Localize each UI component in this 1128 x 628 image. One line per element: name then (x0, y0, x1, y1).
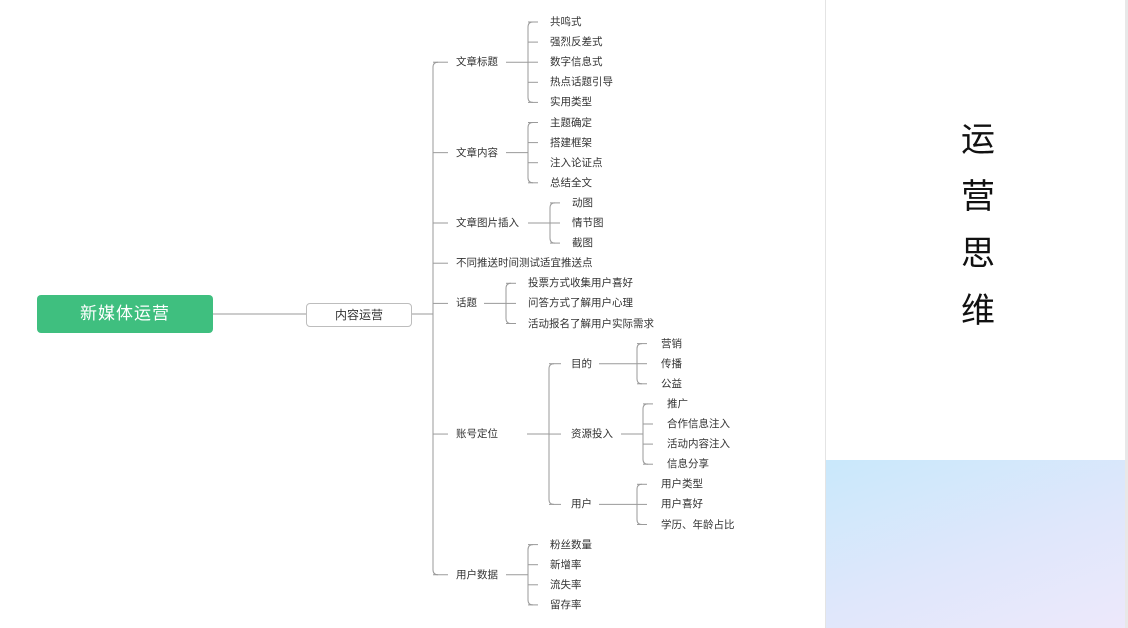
leaf-node[interactable]: 留存率 (550, 598, 582, 611)
sub-branch-node[interactable]: 用户 (571, 498, 592, 511)
side-title-char: 营 (961, 177, 995, 217)
branch-node[interactable]: 账号定位 (456, 428, 498, 441)
side-title: 运 营 思 维 (958, 112, 998, 340)
leaf-node[interactable]: 合作信息注入 (667, 418, 730, 430)
leaf-node[interactable]: 活动报名了解用户实际需求 (528, 317, 654, 330)
leaf-node[interactable]: 主题确定 (550, 116, 592, 129)
branch-node[interactable]: 文章内容 (456, 146, 498, 159)
sub-branch-node[interactable]: 资源投入 (571, 428, 613, 441)
side-title-char: 运 (961, 120, 995, 160)
leaf-node[interactable]: 搭建框架 (550, 136, 592, 149)
branch-node[interactable]: 文章标题 (456, 56, 498, 69)
bracket-line (527, 544, 534, 606)
leaf-node[interactable]: 用户喜好 (661, 498, 703, 511)
leaf-node[interactable]: 粉丝数量 (550, 538, 592, 551)
leaf-node[interactable]: 营销 (661, 337, 682, 350)
bracket-line (527, 122, 534, 184)
root-node[interactable]: 新媒体运营 (37, 295, 213, 333)
leaf-node[interactable]: 问答方式了解用户心理 (528, 297, 633, 310)
leaf-node[interactable]: 新增率 (550, 558, 582, 571)
sub-branch-node[interactable]: 目的 (571, 357, 592, 370)
leaf-node[interactable]: 传播 (661, 357, 682, 370)
branch-node[interactable]: 文章图片插入 (456, 217, 519, 229)
leaf-node[interactable]: 学历、年龄占比 (661, 518, 735, 531)
leaf-node[interactable]: 注入论证点 (550, 156, 603, 169)
leaf-node[interactable]: 动图 (572, 196, 593, 209)
branch-node[interactable]: 用户数据 (456, 568, 498, 581)
connector-lines (213, 21, 653, 606)
branch-node[interactable]: 不同推送时间测试适宜推送点 (456, 257, 593, 270)
side-title-char: 思 (961, 234, 995, 274)
leaf-node[interactable]: 流失率 (550, 578, 582, 591)
leaf-node[interactable]: 共鸣式 (550, 16, 582, 28)
bracket-line (432, 61, 439, 576)
leaf-node[interactable]: 活动内容注入 (667, 438, 730, 451)
leaf-node[interactable]: 实用类型 (550, 96, 592, 109)
side-panel: 运 营 思 维 (825, 0, 1126, 628)
leaf-node[interactable]: 信息分享 (667, 458, 709, 471)
leaf-node[interactable]: 强烈反差式 (550, 36, 603, 49)
leaf-node[interactable]: 用户类型 (661, 478, 703, 491)
leaf-node[interactable]: 推广 (667, 397, 688, 410)
central-node[interactable]: 内容运营 (306, 303, 412, 327)
leaf-node[interactable]: 热点话题引导 (550, 76, 613, 89)
leaf-node[interactable]: 总结全文 (550, 176, 592, 189)
side-title-char: 维 (961, 291, 995, 331)
leaf-node[interactable]: 公益 (661, 377, 682, 390)
window-edge (1125, 0, 1128, 628)
gradient-background (826, 460, 1126, 628)
leaf-node[interactable]: 截图 (572, 237, 593, 250)
leaf-node[interactable]: 投票方式收集用户喜好 (528, 277, 633, 290)
leaf-node[interactable]: 情节图 (572, 217, 604, 229)
bracket-line (642, 403, 649, 465)
leaf-node[interactable]: 数字信息式 (550, 56, 603, 69)
branch-node[interactable]: 话题 (456, 297, 477, 310)
